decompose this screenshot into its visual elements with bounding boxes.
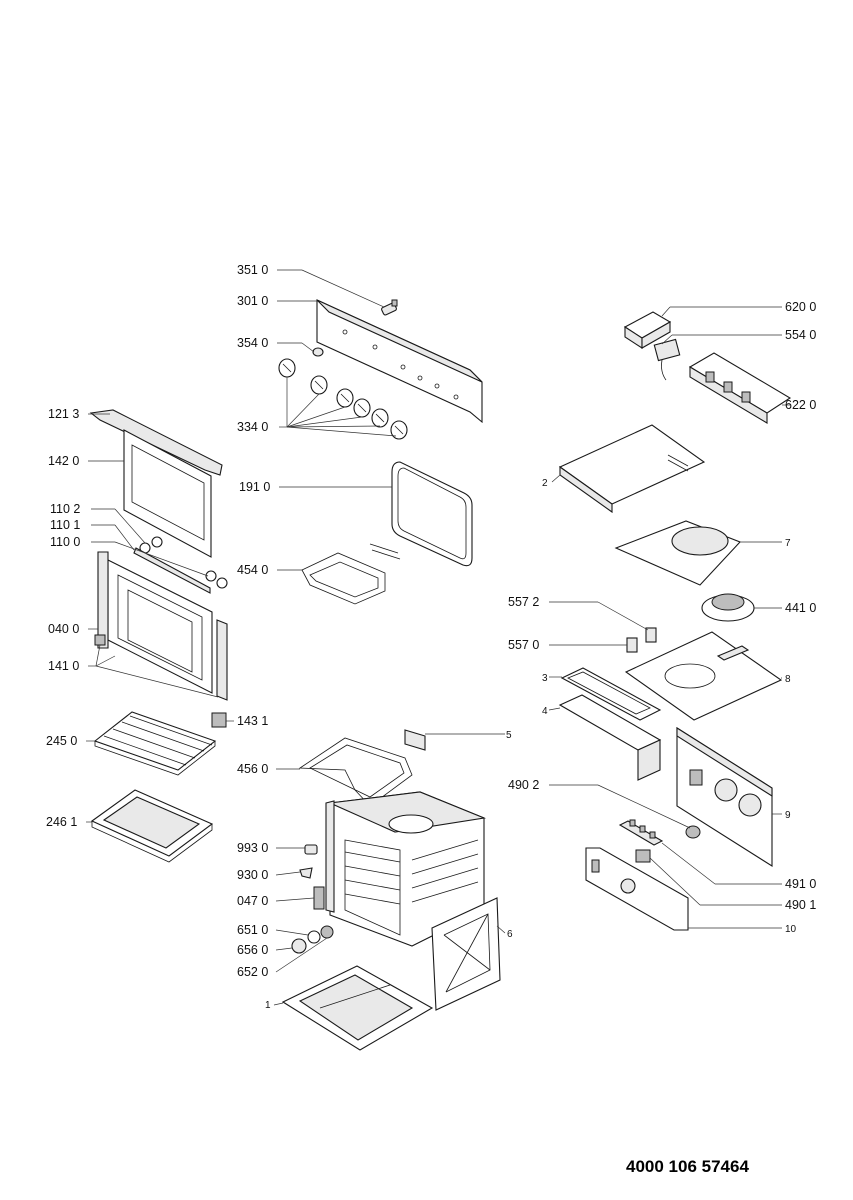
callout-930-0: 930 0 bbox=[237, 868, 268, 882]
callout-490-1: 490 1 bbox=[785, 898, 816, 912]
callout-354-0: 354 0 bbox=[237, 336, 268, 350]
cavity-bottom-panel-1 bbox=[281, 965, 434, 1051]
fan-blade-490-2 bbox=[685, 825, 701, 839]
thermostat-554 bbox=[653, 338, 681, 381]
cavity-top bbox=[327, 791, 487, 833]
callout-142-0: 142 0 bbox=[48, 454, 79, 468]
callout-454-0: 454 0 bbox=[237, 563, 268, 577]
callout-3: 3 bbox=[542, 673, 548, 684]
callout-334-0: 334 0 bbox=[237, 420, 268, 434]
door-lock-143 bbox=[211, 712, 227, 728]
wire-shelf-245 bbox=[93, 711, 217, 776]
lamp-651 bbox=[307, 930, 321, 944]
lower-element-456 bbox=[298, 729, 426, 807]
cavity-front-frame bbox=[325, 800, 335, 913]
door-outer-glass bbox=[123, 429, 212, 558]
small-parts bbox=[291, 844, 334, 954]
cavity-back-panel-6 bbox=[431, 897, 501, 1011]
cavity-fan-opening bbox=[388, 814, 434, 834]
door-group bbox=[89, 409, 228, 728]
callout-10: 10 bbox=[785, 924, 797, 935]
callout-8: 8 bbox=[785, 674, 791, 685]
grill-element-454 bbox=[301, 543, 401, 605]
callout-490-2: 490 2 bbox=[508, 778, 539, 792]
callout-557-0: 557 0 bbox=[508, 638, 539, 652]
callout-1: 1 bbox=[265, 1000, 271, 1011]
control-knobs-334 bbox=[278, 358, 408, 440]
callout-141-0: 141 0 bbox=[48, 659, 79, 673]
switch-block-622 bbox=[688, 352, 792, 424]
callout-491-0: 491 0 bbox=[785, 877, 816, 891]
callout-110-2: 110 2 bbox=[50, 502, 80, 516]
callout-557-2: 557 2 bbox=[508, 595, 539, 609]
callout-441-0: 441 0 bbox=[785, 601, 816, 615]
document-reference-number: 4000 106 57464 bbox=[626, 1157, 749, 1176]
fan-motor-441 bbox=[701, 593, 755, 622]
part-930 bbox=[299, 867, 313, 879]
callout-7: 7 bbox=[785, 538, 791, 549]
door-gasket-191 bbox=[391, 461, 473, 567]
terminal-block-620 bbox=[623, 311, 672, 350]
callout-652-0: 652 0 bbox=[237, 965, 268, 979]
callout-554-0: 554 0 bbox=[785, 328, 816, 342]
leader-lines bbox=[86, 269, 790, 1006]
callout-110-1: 110 1 bbox=[50, 518, 80, 532]
callout-labels: 351 0 301 0 354 0 334 0 121 3 142 0 191 … bbox=[46, 263, 816, 1011]
top-cover-2 bbox=[558, 424, 706, 514]
callout-351-0: 351 0 bbox=[237, 263, 268, 277]
lamp-656 bbox=[291, 938, 307, 954]
callout-456-0: 456 0 bbox=[237, 762, 268, 776]
callout-622-0: 622 0 bbox=[785, 398, 816, 412]
bracket-4 bbox=[558, 694, 662, 781]
fan-cover-7 bbox=[614, 520, 741, 586]
knob-cap-354 bbox=[312, 347, 324, 357]
part-993 bbox=[304, 844, 318, 855]
panel-switch-351 bbox=[381, 299, 398, 316]
back-cover-9 bbox=[676, 727, 773, 867]
callout-301-0: 301 0 bbox=[237, 294, 268, 308]
glass-support-110-0 bbox=[205, 570, 217, 582]
door-hinge-block-040 bbox=[94, 634, 106, 646]
part-047 bbox=[313, 886, 325, 910]
door-top-trim bbox=[89, 409, 223, 476]
element-bracket-5 bbox=[404, 729, 426, 751]
control-panel-group bbox=[278, 299, 483, 440]
control-panel-top-edge bbox=[316, 299, 483, 383]
callout-191-0: 191 0 bbox=[239, 480, 270, 494]
rear-bracket-10 bbox=[585, 847, 689, 931]
motor-490-1 bbox=[635, 849, 651, 863]
lamp-652 bbox=[320, 925, 334, 939]
callout-121-3: 121 3 bbox=[48, 407, 79, 421]
callout-9: 9 bbox=[785, 810, 791, 821]
callout-245-0: 245 0 bbox=[46, 734, 77, 748]
callout-651-0: 651 0 bbox=[237, 923, 268, 937]
thermal-fuses-557 bbox=[626, 627, 657, 653]
terminal-strip-491 bbox=[618, 819, 664, 846]
callout-040-0: 040 0 bbox=[48, 622, 79, 636]
door-hinge-left bbox=[97, 551, 109, 649]
callout-2: 2 bbox=[542, 478, 548, 489]
callout-993-0: 993 0 bbox=[237, 841, 268, 855]
callout-047-0: 047 0 bbox=[237, 894, 268, 908]
rear-panel-8 bbox=[624, 631, 783, 721]
callout-4: 4 bbox=[542, 706, 548, 717]
callout-656-0: 656 0 bbox=[237, 943, 268, 957]
door-hinge-right bbox=[216, 619, 228, 701]
callout-6: 6 bbox=[507, 929, 513, 940]
callout-5: 5 bbox=[506, 730, 512, 741]
callout-143-1: 143 1 bbox=[237, 714, 268, 728]
duct-3 bbox=[560, 667, 662, 721]
baking-tray-246 bbox=[90, 789, 214, 863]
callout-246-1: 246 1 bbox=[46, 815, 77, 829]
callout-620-0: 620 0 bbox=[785, 300, 816, 314]
callout-110-0: 110 0 bbox=[50, 535, 80, 549]
